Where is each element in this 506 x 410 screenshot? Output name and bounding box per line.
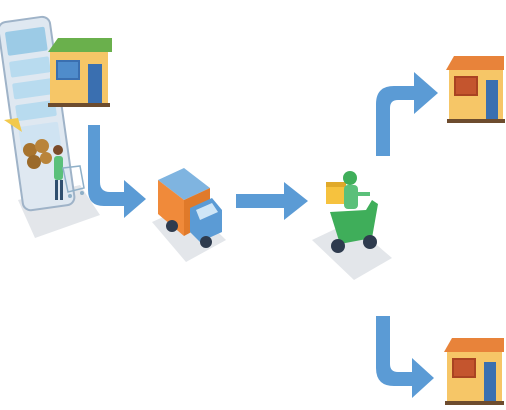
flow-arrow-scooter-to-shop-bottom — [376, 316, 434, 398]
warehouse-shop-icon — [48, 38, 112, 107]
flow-arrow-van-to-scooter — [236, 182, 308, 220]
destination-shop-icon — [446, 56, 505, 123]
scooter-courier-icon — [312, 171, 392, 280]
destination-shop-icon — [444, 338, 504, 405]
flow-arrow-scooter-to-shop-top — [376, 72, 438, 156]
delivery-van-icon — [152, 168, 226, 262]
flow-arrow-warehouse-to-van — [88, 125, 146, 218]
